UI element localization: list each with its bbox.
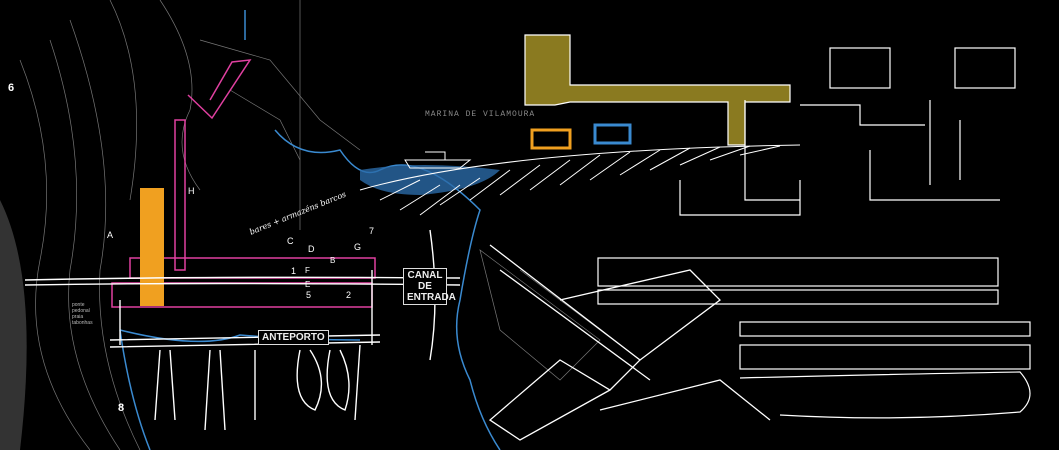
point-label-2: 2 xyxy=(346,290,352,300)
anteporto-label: ANTEPORTO xyxy=(258,330,329,345)
blue-water-fill xyxy=(360,165,500,195)
site-contours xyxy=(19,0,641,450)
zone-label-h: H xyxy=(188,186,195,196)
zone-label-c: C xyxy=(287,236,294,246)
water-edge xyxy=(119,10,501,450)
orange-tower xyxy=(140,188,164,306)
white-hatch xyxy=(359,144,801,216)
hatched-slope xyxy=(0,200,27,450)
zone-label-d: D xyxy=(308,244,315,254)
point-label-7: 7 xyxy=(369,226,375,236)
orange-element xyxy=(530,128,572,150)
point-label-1: 1 xyxy=(291,266,297,276)
elevation-sketches xyxy=(597,47,1031,419)
grid-label-6: 6 xyxy=(8,82,15,94)
axonometric-sketch xyxy=(488,244,771,441)
canal-de-entrada-label: CANAL DE ENTRADA xyxy=(403,268,456,305)
zone-label-b: B xyxy=(330,256,336,265)
blue-element xyxy=(593,123,632,145)
white-sketch-lines xyxy=(24,229,461,431)
marina-label: MARINA DE VILAMOURA xyxy=(425,110,536,119)
zone-label-g: G xyxy=(354,242,362,252)
ponte-pedonal-label: ponte pedonal praia tabonhas xyxy=(72,302,93,326)
point-label-5: 5 xyxy=(306,290,312,300)
zone-label-f: F xyxy=(305,266,310,275)
boat-icon xyxy=(404,151,472,169)
zone-label-a: A xyxy=(107,230,114,240)
grid-label-8: 8 xyxy=(118,402,125,414)
zone-label-e: E xyxy=(305,280,311,289)
